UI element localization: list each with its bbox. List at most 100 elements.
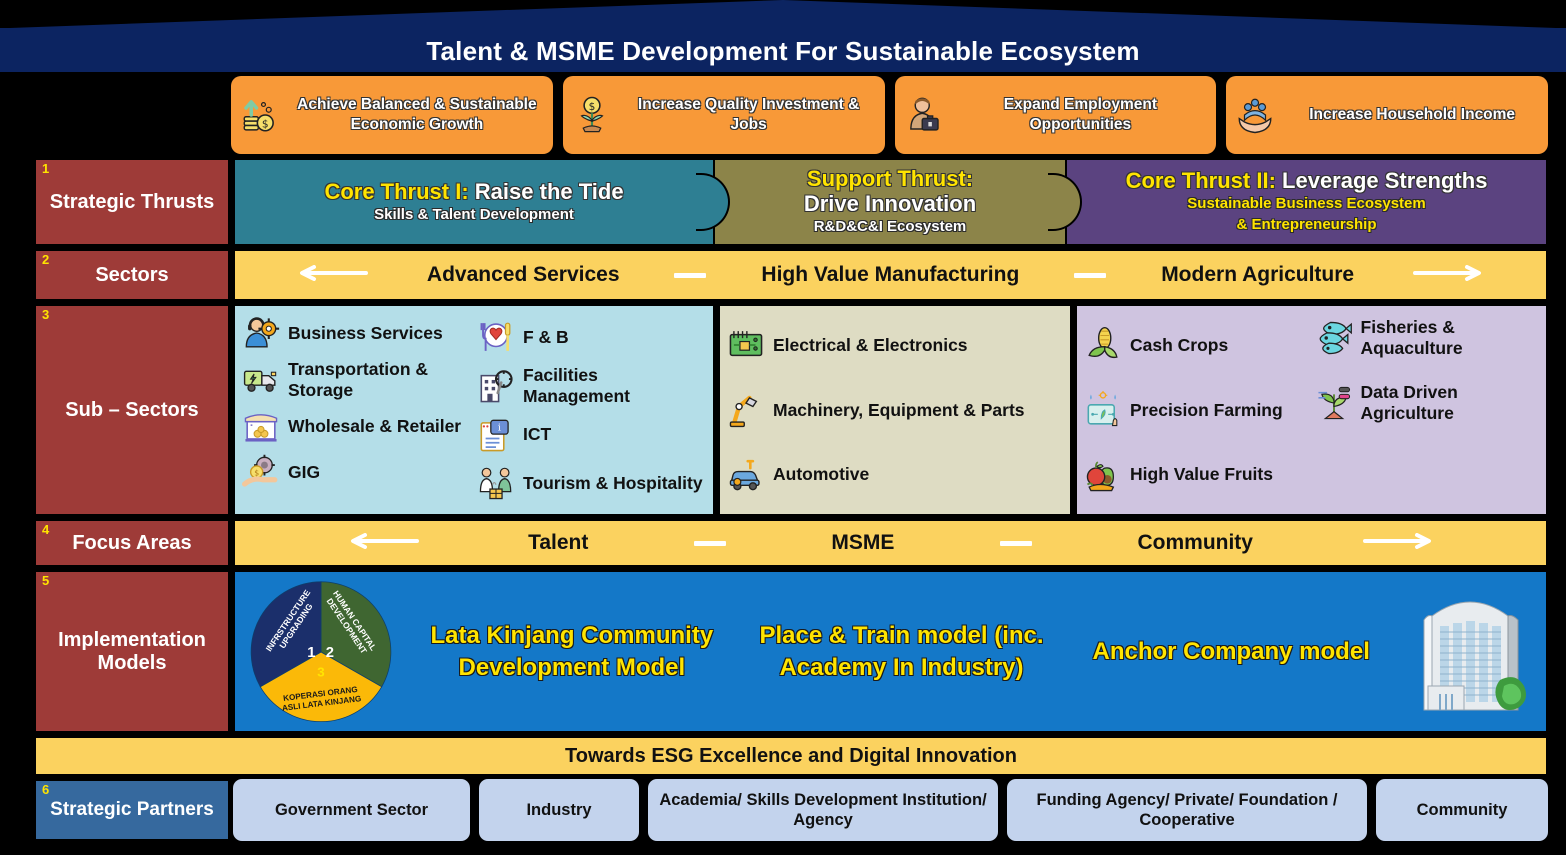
sub-sector-item[interactable]: i ICT xyxy=(476,415,707,455)
thrust-card-core-i[interactable]: Core Thrust I: Raise the Tide Skills & T… xyxy=(233,158,730,246)
sub-sector-label: Business Services xyxy=(288,322,443,343)
partner-card[interactable]: Community xyxy=(1376,779,1548,841)
sub-column: Electrical & Electronics Machinery, Equi… xyxy=(724,313,1066,507)
page-title: Talent & MSME Development For Sustainabl… xyxy=(426,36,1140,66)
sub-sector-label: Machinery, Equipment & Parts xyxy=(773,399,1025,420)
thrust-prefix: Core Thrust I: xyxy=(324,178,469,204)
sector-label: Advanced Services xyxy=(426,263,620,286)
data-plant-icon xyxy=(1314,383,1354,423)
focus-areas-band: Talent MSME Community xyxy=(233,519,1548,567)
corn-icon xyxy=(1083,325,1123,365)
partner-card[interactable]: Academia/ Skills Development Institution… xyxy=(648,779,998,841)
row-label-implementation-models: 5 Implementation Models xyxy=(34,570,230,733)
hands-family-icon xyxy=(1232,92,1278,138)
sub-sector-item[interactable]: Tourism & Hospitality xyxy=(476,463,707,503)
thrust-title-line: Core Thrust II: Leverage Strengths xyxy=(1126,169,1488,193)
electric-truck-icon xyxy=(241,360,281,400)
thrust-title-line: Core Thrust I: Raise the Tide xyxy=(324,178,623,204)
row-number: 5 xyxy=(42,573,50,588)
tree-icon xyxy=(1495,676,1527,710)
sub-sector-item[interactable]: F & B xyxy=(476,317,707,357)
businessman-icon xyxy=(901,92,947,138)
divider-dash xyxy=(693,540,726,546)
esg-banner-text: Towards ESG Excellence and Digital Innov… xyxy=(565,744,1017,767)
sub-sector-item[interactable]: Precision Farming xyxy=(1083,390,1310,430)
row-number: 2 xyxy=(42,252,50,267)
thrust-card-support[interactable]: Support Thrust: Drive Innovation R&D&C&I… xyxy=(713,158,1082,246)
thrust-card-core-ii[interactable]: Core Thrust II: Leverage Strengths Susta… xyxy=(1065,158,1548,246)
goal-card[interactable]: $ Increase Quality Investment & Jobs xyxy=(562,76,885,154)
arrow-left-icon xyxy=(290,264,372,286)
focus-area-label: Talent xyxy=(528,531,589,554)
goal-label: Increase Quality Investment & Jobs xyxy=(637,96,860,133)
goal-card[interactable]: Increase Household Income xyxy=(1226,76,1548,154)
sub-sector-item[interactable]: Data Driven Agriculture xyxy=(1314,382,1541,423)
sub-sector-item[interactable]: High Value Fruits xyxy=(1083,455,1310,495)
arrow-left-icon xyxy=(341,532,423,554)
sub-column-left: Cash Crops xyxy=(1081,313,1312,507)
row-strategic-thrusts: 1 Strategic Thrusts Core Thrust I: Raise… xyxy=(34,158,1548,246)
plate-cutlery-icon xyxy=(476,317,516,357)
row-number: 6 xyxy=(42,782,50,797)
row-label-text: Focus Areas xyxy=(72,531,192,554)
row-number: 4 xyxy=(42,522,50,537)
arrow-right-icon xyxy=(1409,264,1491,286)
sub-sector-item[interactable]: Business Services xyxy=(241,313,472,353)
partner-card[interactable]: Funding Agency/ Private/ Foundation / Co… xyxy=(1007,779,1367,841)
row-label-sub-sectors: 3 Sub – Sectors xyxy=(34,304,230,516)
sub-sector-item[interactable]: Wholesale & Retailer xyxy=(241,406,472,446)
row-label-text: Sub – Sectors xyxy=(65,398,199,421)
sub-sector-label: Tourism & Hospitality xyxy=(523,472,703,493)
sub-sector-label: Transportation & Storage xyxy=(288,359,429,400)
row-sectors: 2 Sectors Advanced Services High Value M… xyxy=(34,249,1548,301)
row-label-text: Implementation Models xyxy=(58,628,206,674)
divider-dash xyxy=(999,540,1032,546)
sub-sector-item[interactable]: Machinery, Equipment & Parts xyxy=(726,390,1064,430)
sub-sector-label: Electrical & Electronics xyxy=(773,335,968,355)
pie-segment-number-1: 1 xyxy=(307,645,315,661)
sector-label: Modern Agriculture xyxy=(1161,263,1355,286)
circuit-board-icon xyxy=(726,325,766,365)
partner-card[interactable]: Government Sector xyxy=(233,779,470,841)
row-label-text: Strategic Partners xyxy=(50,799,214,821)
arrow-right-icon xyxy=(1359,532,1441,554)
sub-sector-item[interactable]: Cash Crops xyxy=(1083,325,1310,365)
goal-card[interactable]: Expand Employment Opportunities xyxy=(894,76,1217,154)
sub-sector-label: Fisheries & Aquaculture xyxy=(1360,317,1463,358)
row-sub-sectors: 3 Sub – Sectors xyxy=(34,304,1548,516)
partners-list: Government Sector Industry Academia/ Ski… xyxy=(233,779,1548,841)
implementation-models-body: 1 2 3 INFRSTRUCTURE UPGRADING HUMAN CAPI… xyxy=(233,570,1548,733)
thrust-prefix: Support Thrust: xyxy=(806,166,974,192)
sub-sector-item[interactable]: Electrical & Electronics xyxy=(726,325,1064,365)
thrust-subtitle: Skills & Talent Development xyxy=(374,205,574,223)
sub-sector-label: GIG xyxy=(288,461,321,482)
sub-sector-item[interactable]: Automotive xyxy=(726,455,1064,495)
sub-sectors-body: Business Services xyxy=(233,304,1548,516)
focus-area-label: Community xyxy=(1137,531,1253,554)
sub-panel-modern-agriculture: Cash Crops xyxy=(1075,304,1548,516)
implementation-model-label: Anchor Company model xyxy=(1092,637,1370,665)
row-number: 3 xyxy=(42,307,50,322)
implementation-model-label: Lata Kinjang Community Development Model xyxy=(430,621,714,681)
goal-label: Expand Employment Opportunities xyxy=(1003,96,1158,133)
row-label-text: Sectors xyxy=(95,263,169,286)
svg-text:$: $ xyxy=(588,101,595,113)
fish-icon xyxy=(1314,318,1354,358)
row-number: 1 xyxy=(42,161,50,176)
sub-sector-label: Data Driven Agriculture xyxy=(1360,382,1458,423)
thrust-title: Drive Innovation xyxy=(803,190,977,216)
money-plant-icon: $ xyxy=(569,92,615,138)
sub-sector-item[interactable]: Transportation & Storage xyxy=(241,359,472,400)
thrust-subtitle-2: & Entrepreneurship xyxy=(1236,216,1377,234)
sector-label: High Value Manufacturing xyxy=(761,263,1020,286)
partner-card[interactable]: Industry xyxy=(479,779,639,841)
divider-dash xyxy=(1074,272,1107,278)
sub-sector-item[interactable]: Facilities Management xyxy=(476,365,707,406)
fruits-icon xyxy=(1083,455,1123,495)
goal-card[interactable]: $ Achieve Balanced & Sustainable Economi… xyxy=(231,76,553,154)
divider-dash xyxy=(674,272,707,278)
sub-sector-item[interactable]: Fisheries & Aquaculture xyxy=(1314,317,1541,358)
thrust-prefix: Core Thrust II: xyxy=(1125,168,1276,194)
goal-label: Increase Household Income xyxy=(1309,106,1516,124)
sub-sector-item[interactable]: $ GIG xyxy=(241,452,472,492)
